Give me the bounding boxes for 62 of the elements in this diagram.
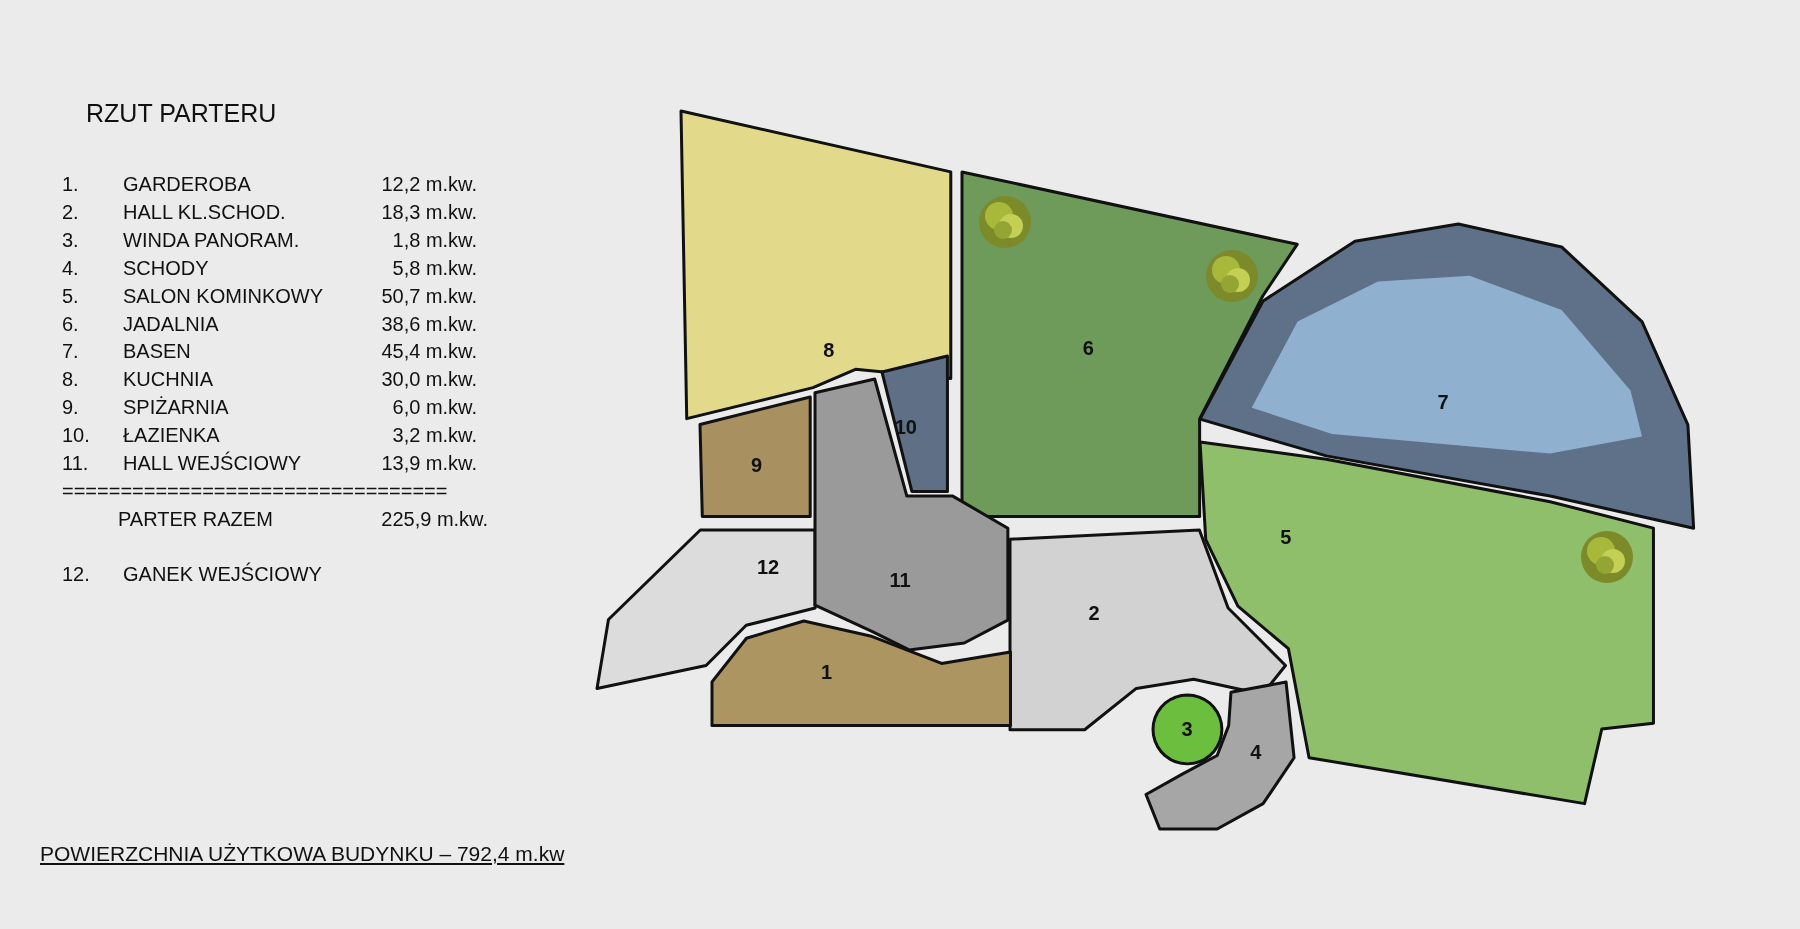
total-label: PARTER RAZEM	[118, 508, 273, 531]
room-list-name: SPIŻARNIA	[123, 396, 229, 420]
room-list-area: 3,2 m.kw.	[392, 424, 477, 448]
room-list-name: GANEK WEJŚCIOWY	[123, 563, 322, 586]
room-number: 11	[889, 568, 911, 592]
room-number: 10	[894, 415, 917, 439]
area-summary: POWIERZCHNIA UŻYTKOWA BUDYNKU – 792,4 m.kw	[40, 842, 565, 867]
room-number: 8	[823, 338, 835, 362]
plan-title: RZUT PARTERU	[86, 99, 277, 128]
room-list-name: BASEN	[123, 340, 191, 364]
room-list-name: WINDA PANORAM.	[123, 228, 300, 252]
room-list-name: HALL KL.SCHOD.	[123, 200, 286, 224]
room-list-area: 45,4 m.kw.	[381, 340, 477, 364]
room-list-area: 38,6 m.kw.	[381, 312, 477, 336]
room-list-number: 12.	[62, 563, 90, 586]
room-list-area: 18,3 m.kw.	[381, 200, 477, 224]
room-number: 2	[1088, 601, 1100, 625]
room-list-number: 11.	[62, 452, 89, 475]
room-list-number: 6.	[62, 312, 79, 336]
room-list-name: SCHODY	[123, 256, 209, 280]
room-list-number: 1.	[62, 173, 79, 196]
room-list-number: 9.	[62, 396, 79, 420]
room-list-name: KUCHNIA	[123, 368, 213, 392]
room-list-area: 13,9 m.kw.	[381, 452, 477, 475]
room-list-area: 6,0 m.kw.	[392, 396, 477, 420]
room-list-name: GARDEROBA	[123, 173, 251, 196]
room-area	[815, 378, 1008, 650]
room-area	[680, 111, 951, 419]
room-number: 9	[750, 453, 763, 477]
room-list-name: HALL WEJŚCIOWY	[123, 452, 302, 475]
room-list-number: 10.	[62, 424, 90, 448]
room-number: 7	[1437, 390, 1449, 414]
room-list-area: 1,8 m.kw.	[392, 228, 477, 252]
room-list-name: SALON KOMINKOWY	[123, 284, 324, 308]
room-list-number: 8.	[62, 368, 79, 392]
room-list-number: 5.	[62, 284, 79, 308]
separator-line: =================================	[62, 480, 448, 503]
room-number: 4	[1250, 740, 1262, 764]
room-list-area: 50,7 m.kw.	[381, 284, 477, 308]
room-list-name: ŁAZIENKA	[123, 424, 220, 448]
room-list-area: 12,2 m.kw.	[381, 173, 477, 196]
room-list-number: 3.	[62, 228, 79, 252]
room-list-number: 4.	[62, 256, 79, 280]
room-number: 6	[1082, 336, 1094, 360]
room-number: 1	[821, 660, 833, 684]
total-area: 225,9 m.kw.	[381, 508, 488, 531]
room-number: 5	[1280, 525, 1292, 549]
room-list-area: 30,0 m.kw.	[381, 368, 477, 392]
room-area	[962, 172, 1298, 517]
elevator-shaft	[1152, 694, 1222, 764]
room-area	[700, 397, 811, 517]
room-list-number: 7.	[62, 340, 79, 364]
room-area	[596, 530, 816, 689]
room-number: 3	[1181, 717, 1193, 741]
room-list-area: 5,8 m.kw.	[392, 256, 477, 280]
room-number: 12	[756, 555, 780, 579]
room-list-number: 2.	[62, 200, 79, 224]
room-area	[711, 621, 1011, 726]
room-area	[1145, 681, 1294, 829]
room-area	[1199, 441, 1654, 804]
room-area	[881, 355, 948, 492]
room-list-name: JADALNIA	[123, 312, 219, 336]
